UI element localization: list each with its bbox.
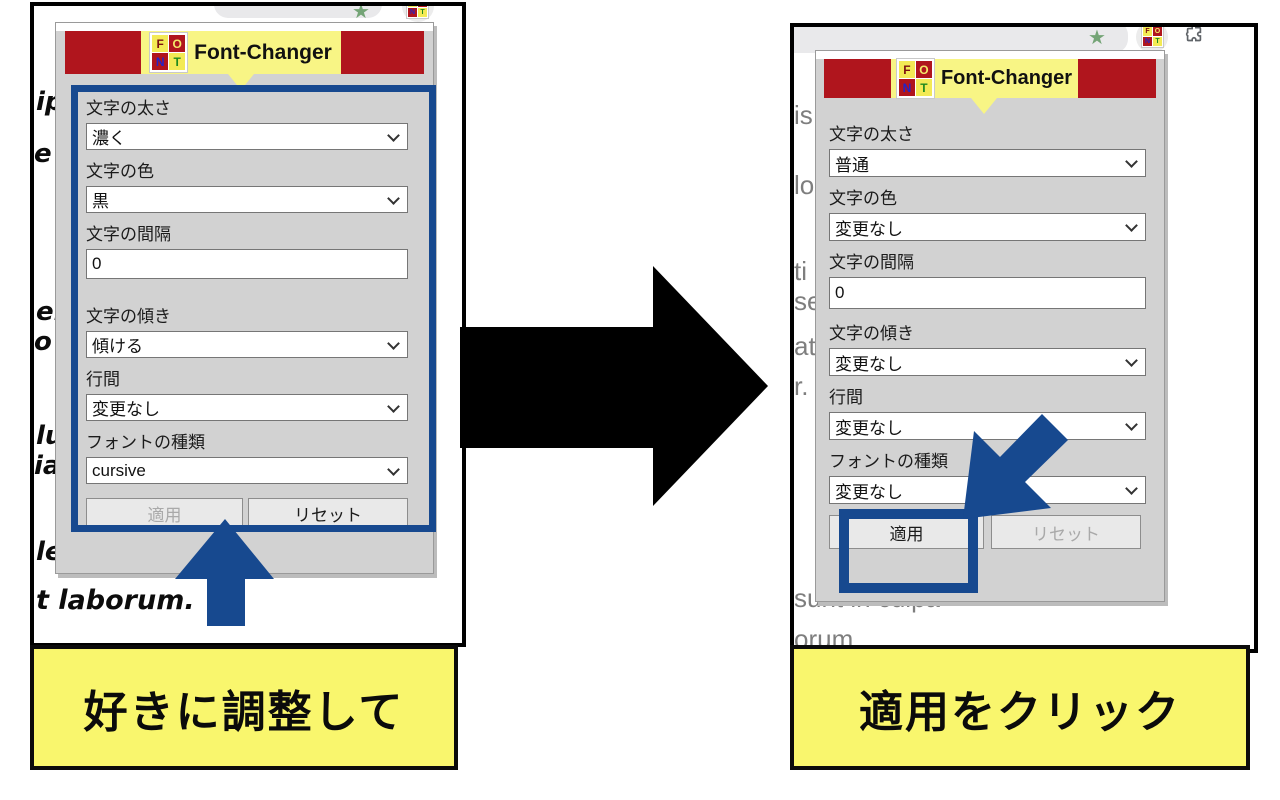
- apply-button[interactable]: 適用: [829, 515, 984, 549]
- logo-letter: O: [915, 61, 932, 78]
- select-value: 普通: [835, 155, 869, 175]
- reset-button[interactable]: リセット: [991, 515, 1141, 549]
- chevron-down-icon: [1125, 418, 1138, 431]
- logo-letter: O: [1153, 27, 1162, 36]
- font-changer-logo: F O N T: [896, 59, 934, 98]
- font-slant-select[interactable]: 傾ける: [86, 331, 408, 358]
- bookmark-star-icon[interactable]: ★: [352, 2, 370, 23]
- font-color-select[interactable]: 変更なし: [829, 213, 1146, 241]
- left-caption-text: 好きに調整して: [83, 687, 405, 737]
- logo-letter: T: [915, 79, 932, 96]
- font-changer-extension-icon[interactable]: F O N T: [407, 6, 428, 18]
- select-value: 傾ける: [92, 337, 143, 356]
- select-value: 黒: [92, 192, 109, 211]
- logo-letter: O: [418, 6, 427, 7]
- field-label-line-height: 行間: [86, 370, 120, 389]
- popup-top-margin: [56, 23, 433, 31]
- settings-form: 文字の太さ 濃く 文字の色 黒 文字の間隔 文字の傾き 傾ける 行間 変更なし: [86, 98, 408, 528]
- font-family-select[interactable]: cursive: [86, 457, 408, 484]
- popup-header-tab: F O N T Font-Changer: [141, 31, 341, 74]
- page-text-fragment: r.: [794, 371, 809, 401]
- page-text-fragment: ti: [794, 256, 807, 286]
- logo-letter: F: [152, 35, 169, 52]
- apply-button[interactable]: 適用: [86, 498, 244, 528]
- left-caption-banner: 好きに調整して: [30, 645, 458, 770]
- bookmark-star-icon[interactable]: ★: [1088, 27, 1106, 49]
- right-caption-text: 適用をクリック: [859, 687, 1181, 737]
- field-label-font-weight: 文字の太さ: [86, 99, 171, 118]
- header-notch: [971, 98, 997, 114]
- logo-letter: F: [408, 6, 417, 7]
- select-value: 濃く: [92, 129, 126, 148]
- font-weight-select[interactable]: 普通: [829, 149, 1146, 177]
- font-slant-select[interactable]: 変更なし: [829, 348, 1146, 376]
- logo-letter: N: [1143, 37, 1152, 46]
- page-text-fragment: orum: [794, 624, 854, 653]
- select-value: 変更なし: [835, 482, 903, 502]
- form-highlight-rectangle: [71, 85, 436, 532]
- font-changer-popup: F O N T Font-Changer 文字の太さ 濃く 文字の色 黒: [55, 22, 436, 574]
- font-color-select[interactable]: 黒: [86, 186, 408, 213]
- chevron-down-icon: [1125, 482, 1138, 495]
- settings-form: 文字の太さ 普通 文字の色 変更なし 文字の間隔 文字の傾き 変更なし 行間 変…: [829, 124, 1146, 549]
- logo-letter: N: [898, 79, 915, 96]
- font-weight-select[interactable]: 濃く: [86, 123, 408, 150]
- field-label-line-height: 行間: [829, 388, 863, 407]
- click-apply-arrow-annotation: [963, 414, 1068, 519]
- logo-letter: F: [898, 61, 915, 78]
- left-step-panel: ★ F O N T ipi e e er o a lup iat ler t l…: [30, 2, 466, 647]
- line-height-select[interactable]: 変更なし: [86, 394, 408, 421]
- popup-header: F O N T Font-Changer: [824, 59, 1156, 114]
- right-arrow-transition-icon: [460, 266, 768, 506]
- field-label-letter-spacing: 文字の間隔: [829, 253, 914, 272]
- apply-highlight-rectangle: [839, 509, 978, 593]
- field-label-font-color: 文字の色: [86, 162, 154, 181]
- page-text-fragment: t laborum.: [36, 585, 195, 616]
- right-step-panel: ★ F O N T is lo ti se at r. sunt in culp…: [790, 23, 1258, 653]
- field-label-font-color: 文字の色: [829, 189, 897, 208]
- letter-spacing-input[interactable]: [829, 277, 1146, 309]
- up-arrow-annotation: [175, 519, 274, 626]
- logo-letter: N: [152, 53, 169, 70]
- select-value: 変更なし: [835, 354, 903, 374]
- logo-letter: N: [408, 8, 417, 17]
- field-label-font-family: フォントの種類: [86, 433, 205, 452]
- page-text-fragment: is: [794, 100, 813, 130]
- select-value: 変更なし: [835, 418, 903, 438]
- page-text-fragment: at: [794, 331, 816, 361]
- font-changer-extension-icon[interactable]: F O N T: [1142, 27, 1163, 47]
- right-caption-banner: 適用をクリック: [790, 645, 1250, 770]
- extensions-puzzle-icon[interactable]: [1183, 24, 1205, 46]
- logo-letter: T: [418, 8, 427, 17]
- logo-letter: T: [169, 53, 186, 70]
- chevron-down-icon: [1125, 155, 1138, 168]
- address-bar-end: [794, 27, 1128, 53]
- select-value: cursive: [92, 460, 146, 480]
- popup-top-margin: [816, 51, 1164, 59]
- field-label-font-slant: 文字の傾き: [86, 307, 171, 326]
- field-label-font-weight: 文字の太さ: [829, 125, 914, 144]
- reset-button[interactable]: リセット: [248, 498, 408, 528]
- field-label-letter-spacing: 文字の間隔: [86, 225, 171, 244]
- line-height-select[interactable]: 変更なし: [829, 412, 1146, 440]
- page-text-fragment: lo: [794, 170, 815, 200]
- select-value: 変更なし: [835, 219, 903, 239]
- font-changer-logo: F O N T: [150, 33, 188, 72]
- popup-header-tab: F O N T Font-Changer: [891, 59, 1078, 98]
- field-label-font-slant: 文字の傾き: [829, 324, 914, 343]
- logo-letter: F: [1143, 27, 1152, 36]
- popup-title: Font-Changer: [940, 67, 1073, 89]
- select-value: 変更なし: [92, 400, 160, 419]
- field-label-font-family: フォントの種類: [829, 452, 948, 471]
- logo-letter: T: [1153, 37, 1162, 46]
- letter-spacing-input[interactable]: [86, 249, 408, 279]
- popup-header: F O N T Font-Changer: [65, 31, 424, 90]
- popup-title: Font-Changer: [194, 40, 332, 64]
- address-bar-end: [214, 6, 382, 18]
- chevron-down-icon: [1125, 219, 1138, 232]
- logo-letter: O: [169, 35, 186, 52]
- chevron-down-icon: [1125, 354, 1138, 367]
